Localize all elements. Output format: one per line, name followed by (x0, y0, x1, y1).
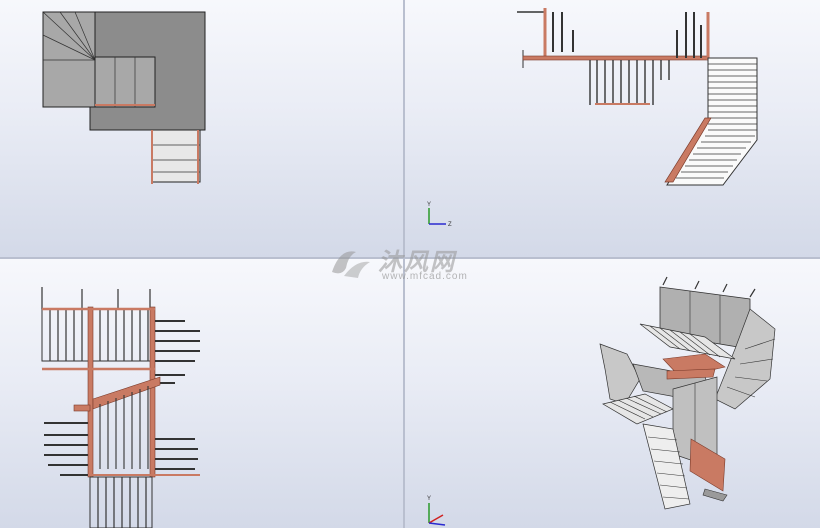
viewport-divider-vertical[interactable] (403, 0, 405, 528)
iso-winder-left (599, 343, 641, 405)
diagonal-stringer (92, 376, 161, 410)
lower-flight-treads (151, 129, 201, 183)
front-view-drawing (517, 8, 758, 186)
iso-bottom-step (702, 488, 728, 502)
landing-beam (522, 55, 709, 61)
upper-flight-treads (94, 56, 156, 108)
right-upper-railing (41, 308, 155, 362)
right-view-drawing (41, 287, 200, 528)
axis-label-y: Y (427, 496, 431, 502)
axis-label-y: Y (427, 202, 431, 208)
iso-winder-right (714, 308, 776, 410)
stringer (664, 117, 712, 183)
viewport-divider-horizontal[interactable] (0, 257, 820, 259)
iso-descending-flight (642, 423, 691, 510)
viewport-isometric-view[interactable]: Y (405, 259, 820, 528)
iso-lower-stringer (689, 438, 726, 492)
top-view-drawing (42, 11, 206, 184)
iso-middle-stringer (666, 368, 716, 380)
winder-stair-outline (42, 11, 96, 108)
axis-triad-front: Y Z (427, 202, 452, 228)
viewport-right-view[interactable] (0, 259, 403, 528)
isometric-view-drawing (599, 276, 776, 510)
axis-triad-isometric: Y (427, 496, 446, 526)
right-post-right (149, 306, 156, 478)
viewport-top-view[interactable] (0, 0, 403, 257)
right-post-left (87, 306, 94, 478)
front-balusters (589, 60, 670, 105)
left-bracket (73, 404, 91, 412)
right-lower-railing (89, 476, 153, 528)
axis-label-z: Z (448, 222, 452, 228)
viewport-front-view[interactable]: Y Z (405, 0, 820, 257)
